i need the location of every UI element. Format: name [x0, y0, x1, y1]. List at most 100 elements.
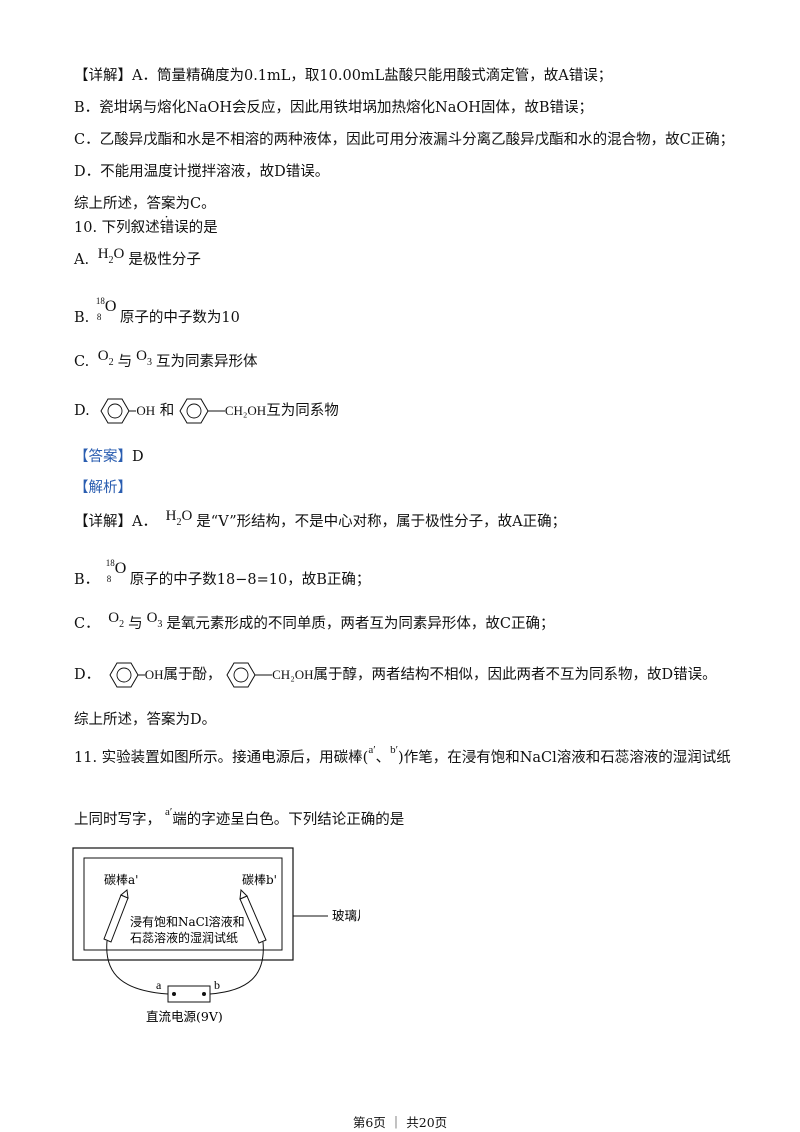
benzene-ring-icon	[109, 662, 145, 688]
exp-label: D．	[74, 667, 101, 683]
q11-text: 端的字迹呈白色。下列结论正确的是	[172, 812, 405, 828]
q10-summary: 综上所述，答案为D。	[74, 712, 217, 728]
terminal-a-dot	[172, 992, 176, 996]
q11-text: 上同时写字，	[74, 812, 161, 828]
electrolysis-diagram: 玻璃片 碳棒a' 碳棒b' 浸有饱和NaCl溶液和 石蕊溶液的湿润试纸 a b …	[72, 847, 360, 1024]
paper-label-line1: 浸有饱和NaCl溶液和	[130, 914, 245, 929]
benzyl-ch2oh: CH₂OH	[272, 667, 314, 682]
q10-stem-prefix: 10. 下列叙述	[74, 220, 160, 236]
q9-exp-a: 【详解】A．筒量精确度为0.1mL，取10.00mL盐酸只能用酸式滴定管，故A错…	[74, 68, 613, 84]
terminal-b-label: b	[214, 978, 220, 992]
option-text: 是极性分子	[128, 252, 201, 268]
b-prime: b′	[390, 744, 399, 756]
rod-a-label: 碳棒a'	[104, 873, 138, 887]
exp-text: 是“V”形结构，不是中心对称，属于极性分子，故A正确；	[196, 514, 567, 530]
exp-label: C．	[74, 616, 100, 632]
wire-b	[209, 941, 264, 995]
option-text: 互为同素异形体	[155, 354, 258, 370]
q11-stem-line2: 上同时写字， a′端的字迹呈白色。下列结论正确的是	[74, 806, 405, 829]
paper-label-line2: 石蕊溶液的湿润试纸	[130, 930, 238, 945]
dc-power-supply	[167, 985, 211, 1003]
carbon-rod-b	[239, 888, 267, 944]
option-label: B.	[74, 310, 90, 326]
exp-text: 是氧元素形成的不同单质，两者互为同素异形体，故C正确；	[166, 616, 555, 632]
formula-o3: O3	[136, 348, 152, 368]
exp-text: 原子的中子数18−8=10，故B正确；	[129, 572, 371, 588]
option-text: 互为同系物	[266, 403, 339, 419]
option-label: C.	[74, 354, 90, 370]
test-paper-border	[83, 857, 283, 951]
option-text: 原子的中子数为10	[119, 310, 240, 326]
option-mid: 和	[159, 403, 175, 419]
rod-b-label: 碳棒b'	[242, 873, 277, 887]
q10-answer: 【答案】D	[74, 445, 144, 466]
q10-option-d: D. OH 和 CH₂OH互为同系物	[74, 398, 339, 424]
a-prime: a′	[165, 806, 173, 818]
answer-value: D	[132, 449, 144, 465]
sym-o: O	[97, 348, 109, 364]
sym-h: H	[165, 508, 177, 524]
q9-exp-d: D．不能用温度计搅拌溶液，故D错误。	[74, 164, 330, 180]
benzene-ring-icon	[226, 662, 273, 688]
sym-o: O	[146, 610, 158, 626]
sym-o: O	[114, 560, 127, 577]
q10-analysis-tag: 【解析】	[74, 480, 132, 496]
exp-text: 属于醇，两者结构不相似，因此两者不互为同系物，故D错误。	[313, 667, 717, 683]
sub-3: 3	[157, 619, 163, 630]
wire-a	[106, 940, 169, 995]
q9-summary: 综上所述，答案为C。	[74, 196, 216, 212]
q11-text: 11. 实验装置如图所示。接通电源后，用碳棒(	[74, 750, 369, 766]
sub-2: 2	[108, 357, 114, 368]
carbon-rod-a	[103, 889, 129, 943]
page-footer: 第6页 ｜ 共20页	[352, 1115, 448, 1130]
formula-o2: O2	[97, 348, 114, 368]
exp-mid: 属于酚，	[163, 667, 222, 683]
formula-h2o: H2O	[97, 246, 125, 266]
formula-o3: O3	[146, 610, 163, 630]
terminal-b-dot	[202, 992, 206, 996]
atomic-number: 8	[96, 312, 102, 322]
q11-text: )作笔，在浸有饱和NaCl溶液和石蕊溶液的湿润试纸	[398, 750, 731, 766]
option-mid: 与	[117, 354, 133, 370]
q10-stem-suffix: 的是	[188, 220, 218, 236]
q9-exp-b: B．瓷坩埚与熔化NaOH会反应，因此用铁坩埚加热熔化NaOH固体，故B错误；	[74, 100, 594, 116]
atomic-number: 8	[106, 574, 112, 584]
sym-o: O	[104, 298, 117, 315]
benzyl-ch2oh: CH₂OH	[224, 403, 267, 418]
mass-number: 18	[105, 558, 115, 568]
benzene-ring-icon	[100, 398, 137, 424]
emph-text: 错误	[159, 220, 189, 236]
sub-2: 2	[108, 255, 114, 266]
option-label: A.	[74, 252, 90, 268]
sym-h: H	[97, 246, 109, 262]
sub-2: 2	[176, 517, 182, 528]
phenol-oh: OH	[144, 667, 164, 682]
phenol-oh: OH	[136, 403, 156, 418]
sym-o: O	[181, 508, 193, 524]
mass-number: 18	[95, 296, 105, 306]
q10-exp-d: D． OH属于酚， CH₂OH属于醇，两者结构不相似，因此两者不互为同系物，故D…	[74, 662, 717, 688]
sym-o: O	[108, 610, 120, 626]
exp-mid: 与	[128, 616, 143, 632]
terminal-a-label: a	[156, 978, 162, 992]
q10-stem-emph: 错误	[160, 220, 189, 236]
q10-stem: 10. 下列叙述错误的是	[74, 216, 218, 237]
exp-prefix: 【详解】A．	[74, 514, 157, 530]
exp-label: B．	[74, 572, 100, 588]
sym-o: O	[136, 348, 147, 364]
formula-h2o: H2O	[165, 508, 193, 528]
a-prime: a′	[368, 744, 376, 756]
sub-2: 2	[119, 619, 125, 630]
sub-3: 3	[146, 357, 152, 368]
glass-label: 玻璃片	[332, 908, 360, 923]
benzene-ring-icon	[179, 398, 225, 424]
power-label: 直流电源(9V)	[146, 1009, 223, 1024]
